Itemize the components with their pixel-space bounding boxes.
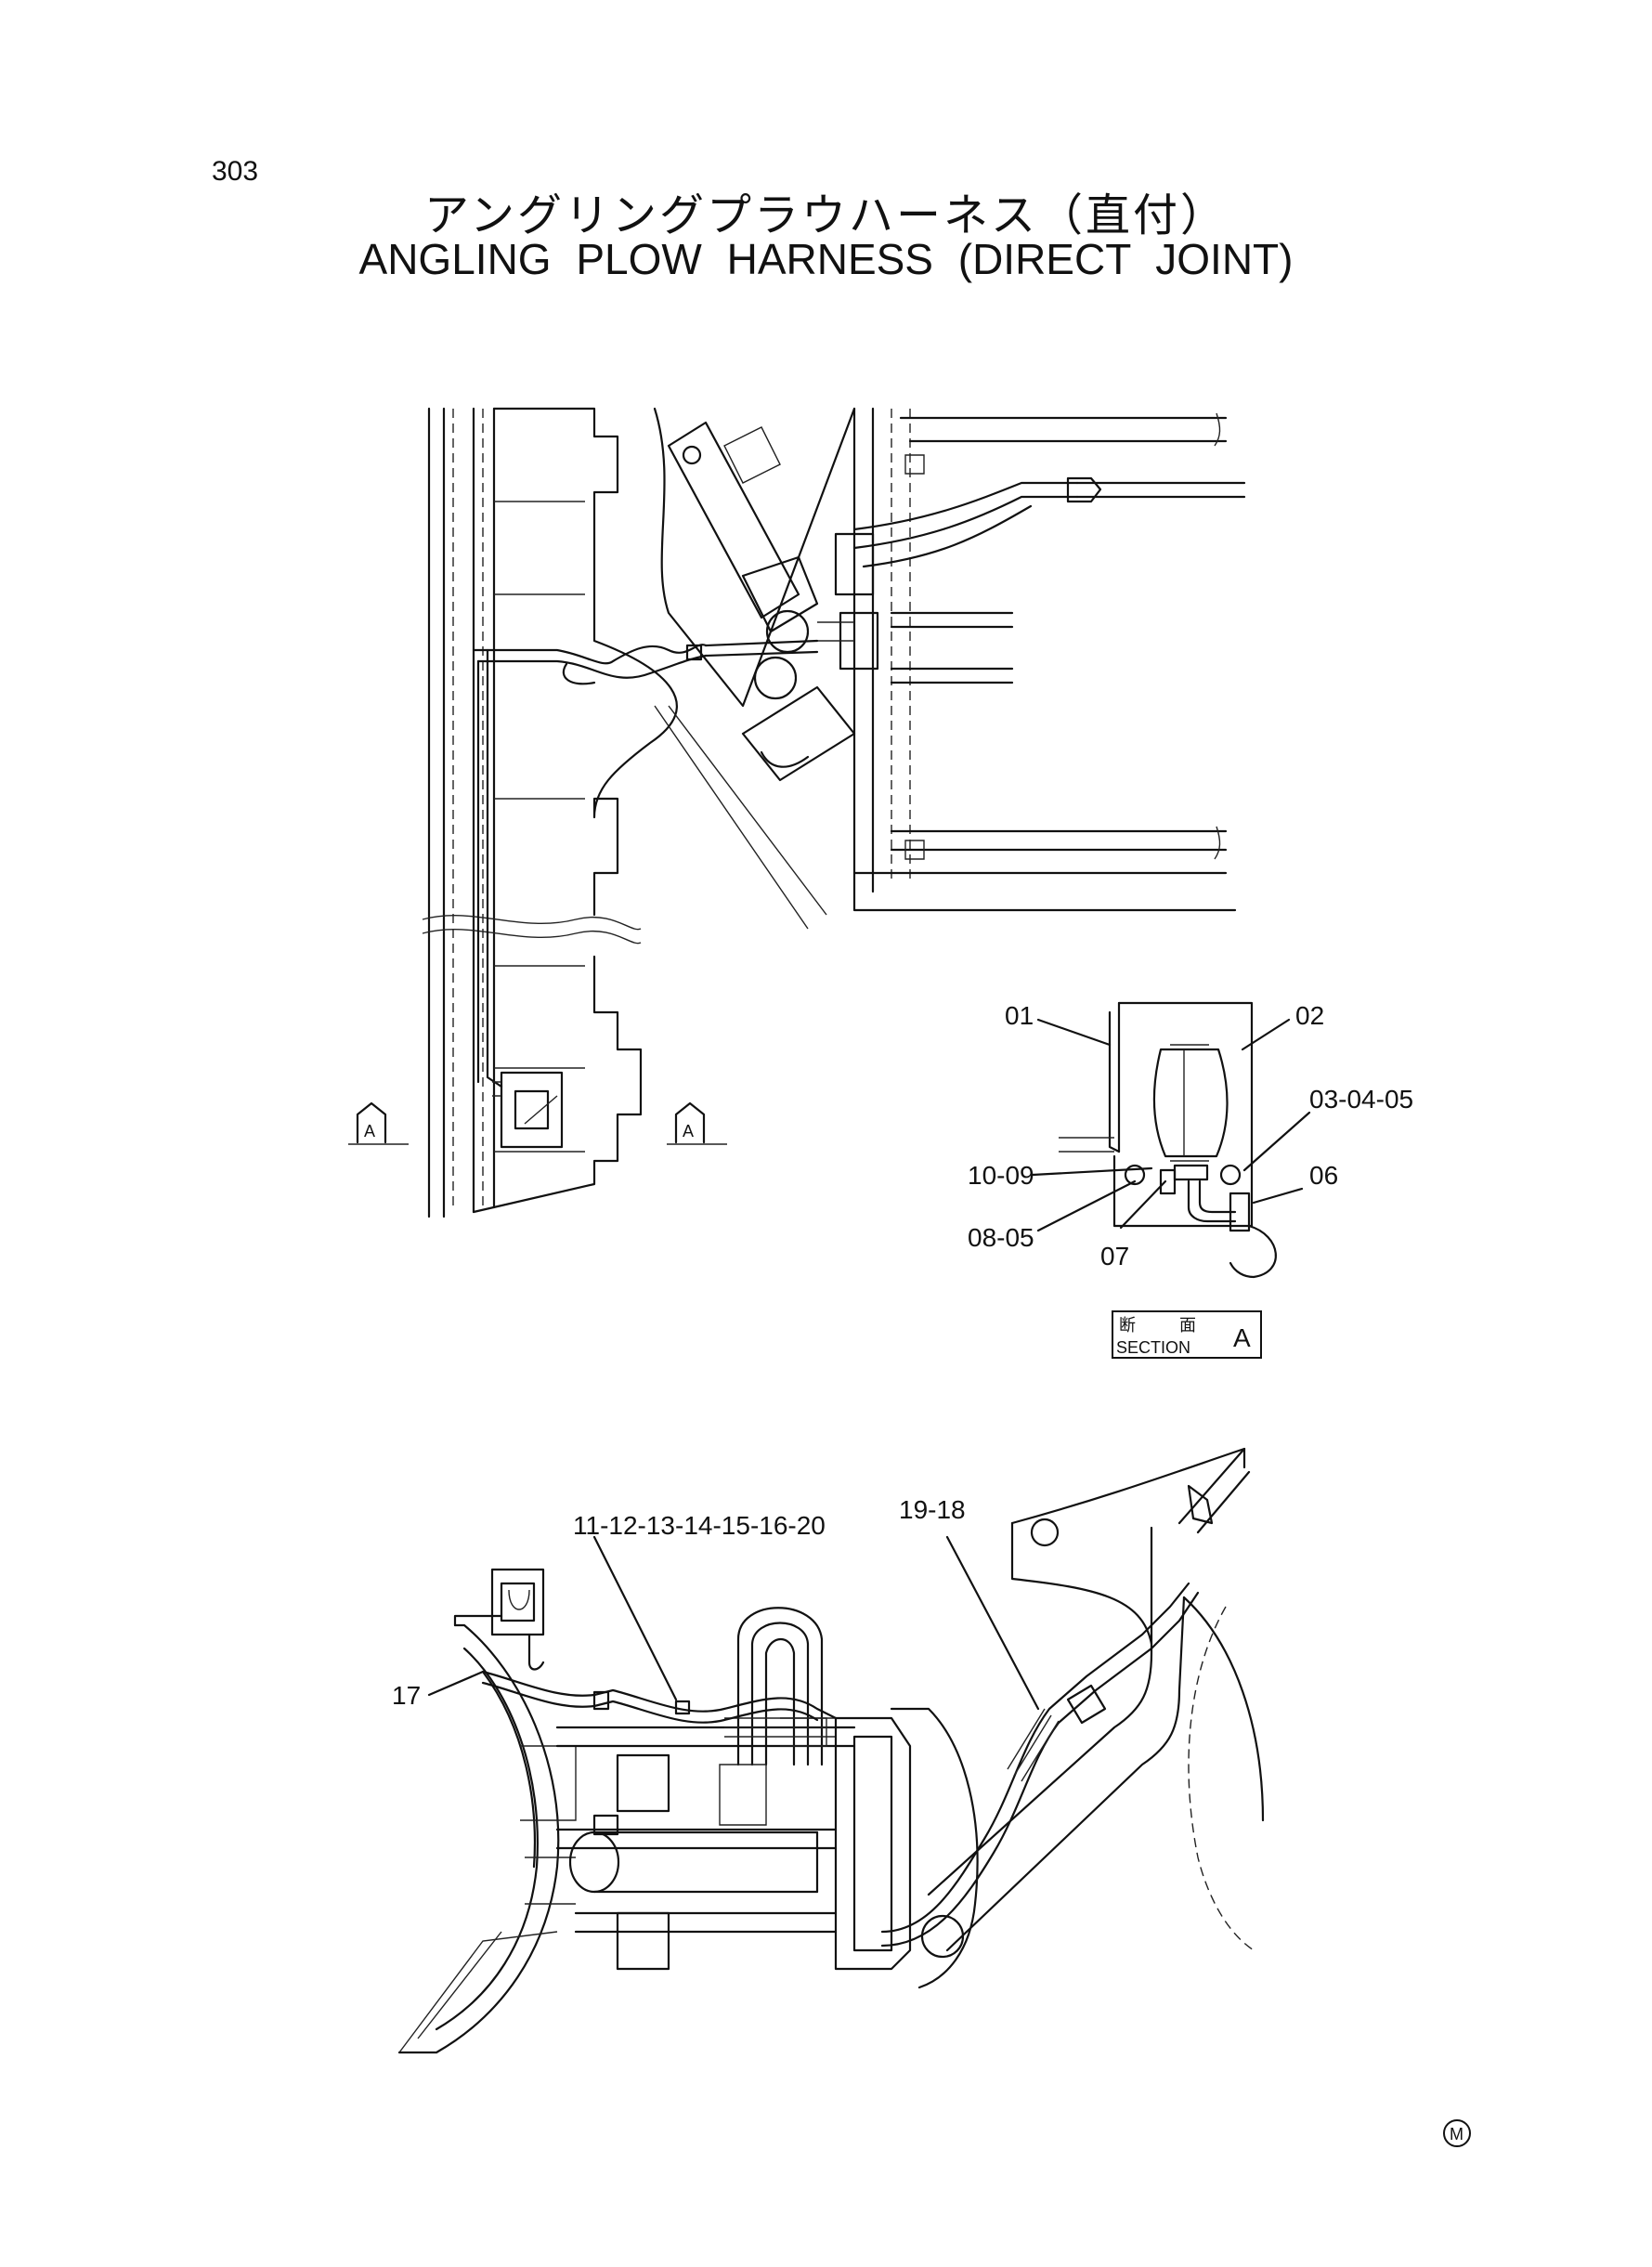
m-mark: M (1443, 2119, 1471, 2147)
title-japanese: アングリングプラウハーネス（直付） (423, 189, 1229, 241)
section-a-leaders (1031, 1018, 1311, 1232)
callout-19-18: 19-18 (899, 1495, 966, 1524)
section-box-letter: A (1233, 1323, 1251, 1352)
bottom-view-leaders (427, 1535, 1040, 1711)
callout-08-05: 08-05 (968, 1223, 1034, 1252)
section-arrow-right-label: A (683, 1122, 694, 1140)
page-number: 303 (212, 156, 259, 187)
section-arrow-left-label: A (364, 1122, 375, 1140)
callout-07: 07 (1100, 1242, 1129, 1270)
m-mark-letter: M (1450, 2125, 1463, 2143)
section-box-jp-left: 断 (1119, 1316, 1136, 1335)
callout-11-20: 11-12-13-14-15-16-20 (573, 1511, 826, 1540)
section-arrow-right: A (667, 1101, 727, 1145)
callout-03-04-05: 03-04-05 (1309, 1085, 1413, 1114)
top-view-drawing (422, 407, 1246, 1218)
callout-01: 01 (1005, 1001, 1034, 1030)
section-box-jp-right: 面 (1179, 1316, 1196, 1335)
section-box-label: SECTION (1116, 1338, 1190, 1357)
callout-10-09: 10-09 (968, 1161, 1034, 1190)
callout-17: 17 (392, 1681, 421, 1710)
section-a-box: 断 面 SECTION A (1112, 1310, 1262, 1359)
callout-06: 06 (1309, 1161, 1338, 1190)
section-arrow-left: A (348, 1101, 409, 1145)
callout-02: 02 (1295, 1001, 1324, 1030)
bottom-view-drawing (397, 1447, 1265, 2054)
section-a-detail (1059, 1001, 1277, 1279)
title-english: ANGLING PLOW HARNESS (DIRECT JOINT) (358, 235, 1294, 283)
